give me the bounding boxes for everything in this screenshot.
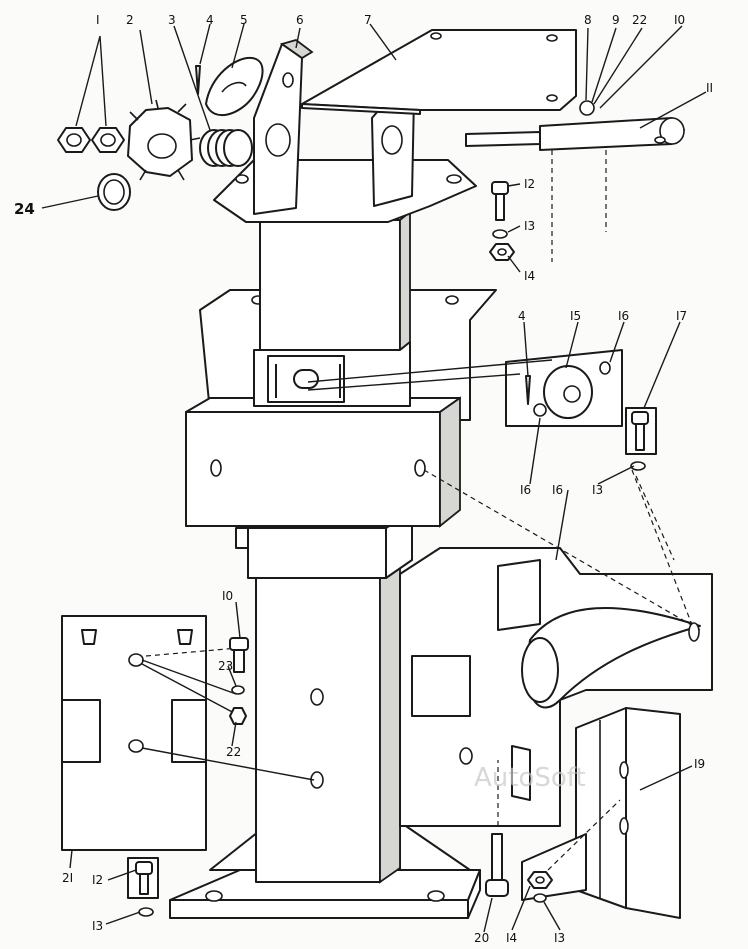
callout-11: II [706, 81, 713, 95]
bolt-17 [625, 407, 657, 471]
callout-4: 4 [206, 13, 214, 27]
callout-16-c: I6 [552, 483, 563, 497]
callout-13-top: I3 [524, 219, 535, 233]
watermark: AutoSoft [474, 763, 586, 793]
clamp-box [185, 396, 461, 528]
lug-left [253, 39, 314, 215]
nuts-pair [57, 127, 125, 153]
chute-assembly [399, 469, 713, 827]
callout-21: 2I [62, 871, 73, 885]
spring [199, 129, 253, 167]
guide-rail [575, 707, 681, 919]
callout-22-left: 22 [226, 745, 241, 759]
callout-4-mid: 4 [518, 309, 526, 323]
pin-4 [195, 65, 201, 95]
callout-15: I5 [570, 309, 581, 323]
callout-9: 9 [612, 13, 620, 27]
callout-17: I7 [676, 309, 687, 323]
callout-23: 23 [218, 659, 233, 673]
callout-12-top: I2 [524, 177, 535, 191]
main-column-lower [255, 562, 401, 884]
lug-right [371, 89, 415, 207]
callout-12-bottom: I2 [92, 873, 103, 887]
callout-6: 6 [296, 13, 304, 27]
callout-19: I9 [694, 757, 705, 771]
callout-1: I [96, 13, 100, 27]
castle-nut [127, 99, 201, 181]
callout-10-left: I0 [222, 589, 233, 603]
bolt-20 [485, 760, 509, 897]
base-plate [169, 821, 481, 919]
callout-16-b: I6 [520, 483, 531, 497]
bolt-10-left [229, 637, 249, 725]
callout-14-bottom: I4 [506, 931, 517, 945]
callout-3: 3 [168, 13, 176, 27]
bearing-bracket [307, 349, 623, 427]
inner-column [253, 210, 411, 407]
callout-13-bottom-right: I3 [554, 931, 565, 945]
callout-13-mid: I3 [592, 483, 603, 497]
callout-24: 24 [14, 200, 35, 218]
column-mid [235, 511, 413, 579]
o-ring [97, 173, 131, 211]
cam-disc [205, 56, 264, 116]
shaft-handle [465, 100, 685, 262]
callout-5: 5 [240, 13, 248, 27]
callout-14-top: I4 [524, 269, 535, 283]
shelf-bracket [301, 29, 577, 115]
callout-13-bottom-left: I3 [92, 919, 103, 933]
cover-plate [61, 615, 315, 851]
callout-10-top: I0 [674, 13, 685, 27]
leader-lines [41, 23, 707, 933]
callout-20: 20 [474, 931, 489, 945]
callout-16-a: I6 [618, 309, 629, 323]
callout-labels: I 2 3 4 5 6 7 8 9 22 I0 II 24 I2 I3 I4 4… [14, 13, 713, 945]
callout-7: 7 [364, 13, 372, 27]
bolt-12-top [489, 181, 515, 261]
washer-group-bottom [521, 799, 621, 903]
callout-22-top: 22 [632, 13, 647, 27]
callout-2: 2 [126, 13, 134, 27]
bolt-12-bottom [127, 857, 159, 917]
callout-8: 8 [584, 13, 592, 27]
